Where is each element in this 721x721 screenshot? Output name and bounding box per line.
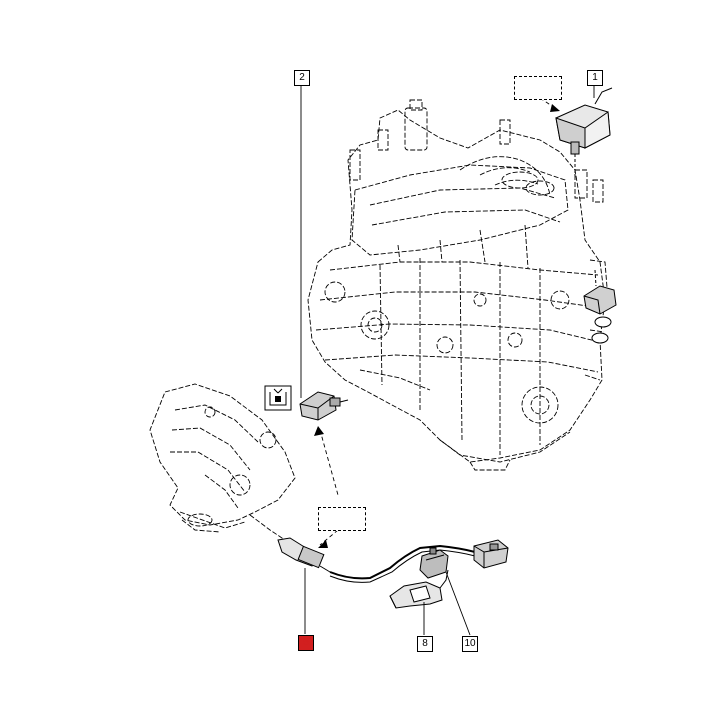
engine-block-icon [307,99,609,471]
knock-sensor-icon [583,269,617,344]
oxygen-sensor-icon [277,537,491,583]
arrowheads [314,104,560,548]
reference-box-top [514,76,562,100]
sensor-plug-icon [299,391,349,421]
torque-symbol-icon [264,385,292,411]
callout-8[interactable]: 8 [417,636,433,652]
clip-icon [419,547,449,579]
map-sensor-icon [555,87,613,176]
callout-1[interactable]: 1 [587,70,603,86]
callout-10[interactable]: 10 [462,636,478,652]
bracket-icon [389,569,449,609]
leader-lines [300,84,595,636]
callout-2[interactable]: 2 [294,70,310,86]
exhaust-manifold-icon [149,383,296,541]
connector-icon [473,539,509,569]
reference-box-middle [318,507,366,531]
callout-5[interactable]: 5 [298,635,314,651]
